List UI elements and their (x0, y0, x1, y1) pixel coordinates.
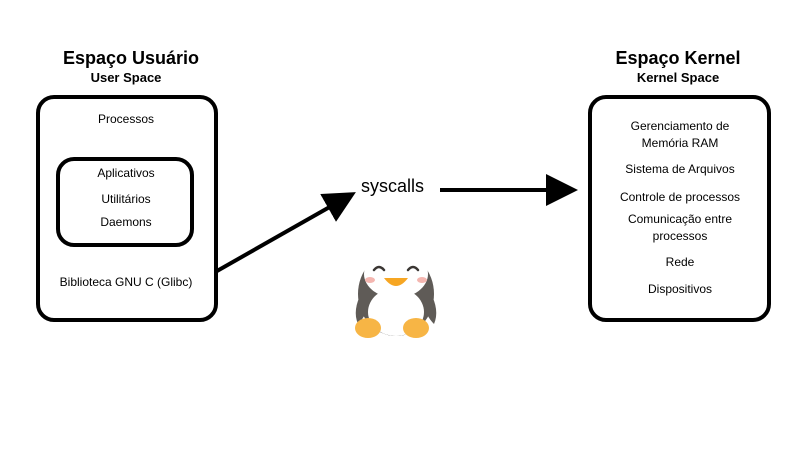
kernel-item: Controle de processos (619, 190, 741, 204)
kernel-space-title: Espaço Kernel (615, 48, 741, 68)
processos-label: Processos (97, 112, 155, 126)
apps-item: Aplicativos (97, 166, 155, 180)
syscalls-label: syscalls (361, 176, 425, 196)
kernel-item: Sistema de Arquivos (625, 162, 735, 176)
kernel-space-box (588, 95, 771, 322)
kernel-item: Comunicação entre processos (627, 212, 733, 243)
apps-item: Daemons (100, 215, 152, 229)
kernel-item: Dispositivos (647, 282, 713, 296)
arrow-glibc-to-syscalls (216, 192, 356, 273)
penguin-icon (355, 250, 437, 338)
user-space-title: Espaço Usuário (62, 48, 200, 68)
user-space-subtitle: User Space (90, 70, 162, 85)
kernel-item: Gerenciamento de Memória RAM (630, 119, 730, 150)
glibc-label: Biblioteca GNU C (Glibc) (59, 275, 193, 289)
apps-box (56, 157, 194, 247)
kernel-item: Rede (665, 255, 695, 269)
apps-item: Utilitários (101, 192, 151, 206)
kernel-space-subtitle: Kernel Space (636, 70, 720, 85)
